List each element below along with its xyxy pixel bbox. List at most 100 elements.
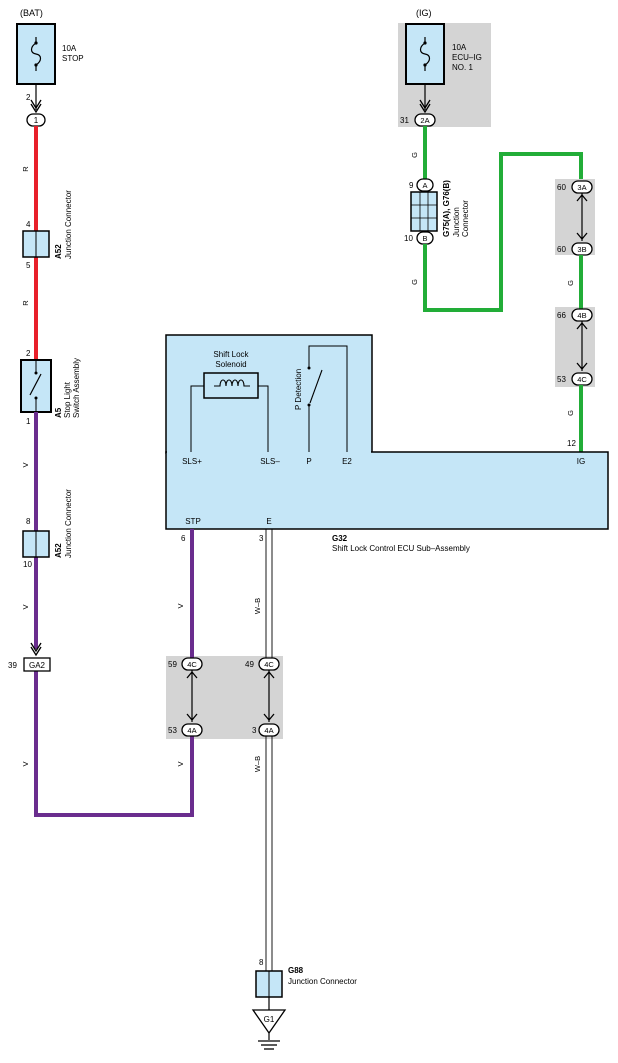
shift-lock-ecu [165, 334, 609, 530]
connector-label: 4A [187, 726, 196, 735]
wire-color-label: V [176, 603, 185, 608]
terminal-sls-plus: SLS+ [182, 457, 202, 466]
wire-color-label: G [410, 152, 419, 158]
stop-light-switch [20, 359, 52, 413]
pin-label: 60 [557, 183, 566, 192]
g88-code: G88 [288, 966, 304, 975]
g75-g76-name-line2: Connector [461, 200, 470, 237]
g75-g76-code: G75(A), G76(B) [442, 180, 451, 237]
ga2-label: GA2 [29, 661, 46, 670]
connector-chevron [30, 99, 42, 114]
bat-source-label: (BAT) [20, 8, 43, 18]
solenoid-coil-icon [203, 372, 259, 399]
pin-label: 59 [168, 660, 177, 669]
wire-violet [190, 736, 194, 817]
g75-g76-name-line1: Junction [452, 207, 461, 237]
ecu-code: G32 [332, 534, 348, 543]
pin-label: 3 [252, 726, 257, 735]
wire-color-label: G [566, 280, 575, 286]
wire-color-label: W–B [253, 598, 262, 614]
connector-label: 4C [187, 660, 197, 669]
wire-violet [190, 529, 194, 658]
pin-label: 39 [8, 661, 17, 670]
solenoid-lead [258, 385, 269, 452]
wire-green [499, 152, 583, 156]
wire-color-label: W–B [253, 756, 262, 772]
pin-label: 12 [567, 439, 576, 448]
a52-bottom-junction [22, 530, 50, 558]
ecu-ig-fuse [405, 23, 445, 85]
wire-green [423, 126, 427, 179]
pin-label: 2 [26, 349, 31, 358]
g88-name: Junction Connector [288, 977, 357, 986]
wire-color-label: R [21, 300, 30, 306]
ecu-ig-fuse-name: ECU–IG [452, 53, 482, 62]
connector-label: 3B [577, 245, 586, 254]
pin-label: 6 [181, 534, 186, 543]
pin-label: 8 [26, 517, 31, 526]
wire-color-label: G [566, 410, 575, 416]
pin-label: 3 [259, 534, 264, 543]
wire-green [579, 152, 583, 179]
connector-label: 1 [34, 116, 39, 125]
pin-label: 2 [26, 93, 31, 102]
wire-green [579, 385, 583, 452]
pin-label: 4 [26, 220, 31, 229]
ga2-connector [23, 657, 51, 672]
wire-color-label: G [410, 279, 419, 285]
solenoid-lead [190, 385, 204, 452]
connector-label: A [422, 181, 427, 190]
connector-chevron [576, 193, 588, 241]
g75-g76-junction [410, 191, 438, 232]
terminal-e: E [266, 517, 271, 526]
a52-top-junction [22, 230, 50, 258]
wire-green [499, 152, 503, 312]
g88-junction [255, 970, 283, 998]
a5-code: A5 [54, 407, 63, 418]
connector-chevron [419, 99, 431, 114]
ecu-name: Shift Lock Control ECU Sub–Assembly [332, 544, 470, 553]
pin-label: 60 [557, 245, 566, 254]
wire-violet [34, 557, 38, 649]
terminal-p: P [306, 457, 311, 466]
pin-label: 53 [168, 726, 177, 735]
pin-label: 66 [557, 311, 566, 320]
wire-violet [34, 671, 38, 817]
stop-fuse-name: STOP [62, 54, 84, 63]
ig-source-label: (IG) [416, 8, 432, 18]
g75-connector [416, 178, 434, 192]
ecu-ig-fuse-amp: 10A [452, 43, 467, 52]
p-detection-switch-icon [307, 345, 348, 452]
wire-green [423, 244, 427, 312]
j4a-left-connector [181, 723, 203, 737]
solenoid-label-line2: Solenoid [215, 360, 246, 369]
pin-label: 53 [557, 375, 566, 384]
wire-color-label: V [176, 761, 185, 766]
connector-label: 4B [577, 311, 586, 320]
connector-label: B [422, 234, 427, 243]
stop-fuse-amp: 10A [62, 44, 77, 53]
connector-chevron [186, 670, 198, 722]
connector-label: 4C [264, 660, 274, 669]
wire-color-label: V [21, 604, 30, 609]
pin-label: 5 [26, 261, 31, 270]
connector-label: 2A [420, 116, 429, 125]
solenoid-label-line1: Shift Lock [213, 350, 249, 359]
connector-label: 4A [264, 726, 273, 735]
wire-color-label: V [21, 462, 30, 467]
pin-label: 31 [400, 116, 409, 125]
wire-wb [265, 529, 273, 971]
wire-violet [34, 412, 38, 532]
a5-name-line2: Switch Assembly [72, 358, 81, 418]
connector-chevron [30, 642, 42, 657]
wire-violet [34, 813, 194, 817]
terminal-sls-minus: SLS– [260, 457, 280, 466]
terminal-stp: STP [185, 517, 201, 526]
connector-label: 3A [577, 183, 586, 192]
wire-color-label: R [21, 166, 30, 172]
ground-label: G1 [264, 1015, 275, 1024]
pin-label: 49 [245, 660, 254, 669]
wire-color-label: V [21, 761, 30, 766]
p-detection-label: P Detection [294, 369, 303, 410]
